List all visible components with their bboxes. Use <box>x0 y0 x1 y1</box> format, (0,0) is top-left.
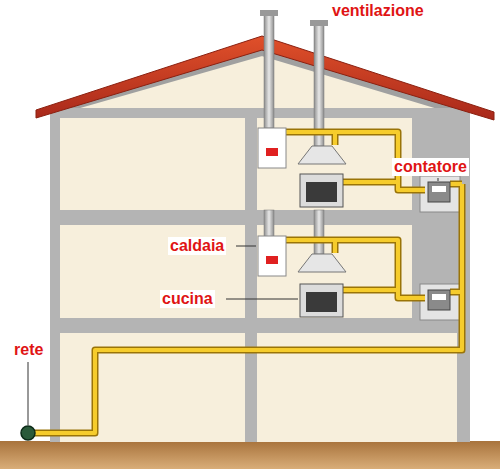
part-label: contatore <box>392 158 469 176</box>
part-label: rete <box>12 341 45 359</box>
part-label: ventilazione <box>330 2 426 20</box>
cooker <box>300 174 343 317</box>
part-label: caldaia <box>168 237 226 255</box>
boiler-flue <box>264 210 274 238</box>
network-valve <box>21 426 35 440</box>
flue-cap <box>260 10 278 16</box>
gas-meter <box>428 182 450 310</box>
house-wall <box>50 108 470 442</box>
leader-line <box>28 178 438 425</box>
flue-cap <box>310 20 328 26</box>
hood-flue <box>314 210 324 254</box>
boiler-flue <box>264 14 274 128</box>
boiler <box>258 128 286 276</box>
hood-flue <box>314 24 324 146</box>
part-label: cucina <box>160 290 215 308</box>
ground <box>0 441 500 469</box>
cooker-hood <box>298 146 346 272</box>
